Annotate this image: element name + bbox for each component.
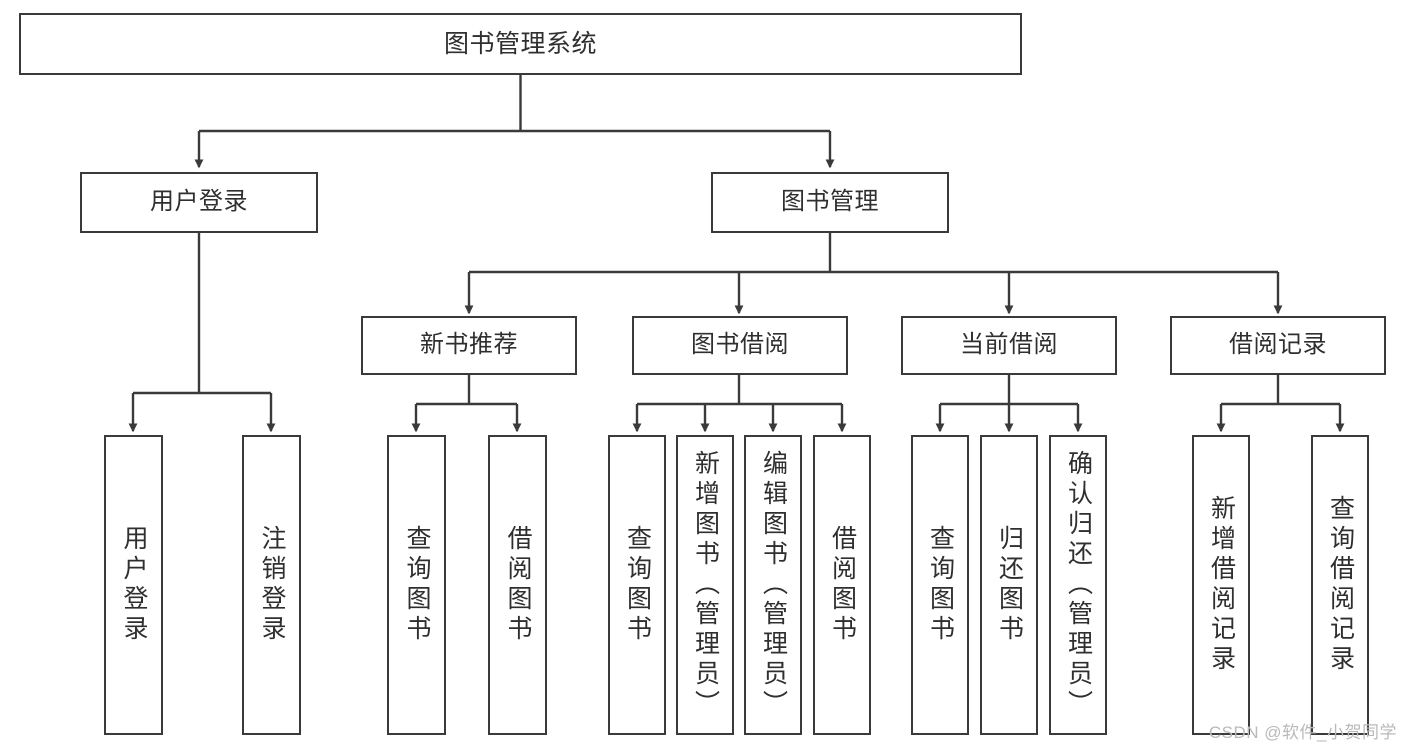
- node-leaf-cb-query-book-label: 查询图书: [926, 525, 955, 645]
- node-book-management[interactable]: 图书管理: [711, 172, 949, 233]
- node-new-book-recommend-label: 新书推荐: [420, 331, 518, 359]
- node-leaf-bb-add-book-label: 新增图书（管理员）: [691, 450, 720, 720]
- node-leaf-cb-confirm-return-label: 确认归还（管理员）: [1064, 450, 1093, 720]
- node-user-login[interactable]: 用户登录: [80, 172, 318, 233]
- node-leaf-br-add-record-label: 新增借阅记录: [1207, 495, 1236, 675]
- node-leaf-cb-return-book-label: 归还图书: [995, 525, 1024, 645]
- node-leaf-nb-query-book-label: 查询图书: [403, 525, 431, 645]
- node-book-borrow[interactable]: 图书借阅: [632, 316, 848, 375]
- node-leaf-cb-return-book[interactable]: 归还图书: [980, 435, 1038, 735]
- node-leaf-user-login-label: 用户登录: [120, 525, 148, 645]
- node-new-book-recommend[interactable]: 新书推荐: [361, 316, 577, 375]
- node-leaf-nb-borrow-book-label: 借阅图书: [504, 525, 532, 645]
- node-book-borrow-label: 图书借阅: [691, 331, 789, 359]
- node-leaf-bb-borrow-book[interactable]: 借阅图书: [813, 435, 871, 735]
- csdn-watermark: CSDN @软件_小贺同学: [1208, 723, 1397, 742]
- node-leaf-nb-query-book[interactable]: 查询图书: [387, 435, 446, 735]
- node-leaf-bb-query-book-label: 查询图书: [623, 525, 652, 645]
- node-leaf-br-query-record[interactable]: 查询借阅记录: [1311, 435, 1369, 735]
- node-root-system-label: 图书管理系统: [443, 30, 597, 58]
- node-leaf-user-login[interactable]: 用户登录: [104, 435, 163, 735]
- node-current-borrow[interactable]: 当前借阅: [901, 316, 1117, 375]
- node-current-borrow-label: 当前借阅: [960, 331, 1058, 359]
- node-leaf-bb-add-book[interactable]: 新增图书（管理员）: [676, 435, 734, 735]
- node-leaf-logout-label: 注销登录: [258, 525, 286, 645]
- node-leaf-br-query-record-label: 查询借阅记录: [1326, 495, 1355, 675]
- node-leaf-logout[interactable]: 注销登录: [242, 435, 301, 735]
- node-leaf-cb-query-book[interactable]: 查询图书: [911, 435, 969, 735]
- node-borrow-record[interactable]: 借阅记录: [1170, 316, 1386, 375]
- node-leaf-cb-confirm-return[interactable]: 确认归还（管理员）: [1049, 435, 1107, 735]
- node-leaf-br-add-record[interactable]: 新增借阅记录: [1192, 435, 1250, 735]
- node-leaf-bb-query-book[interactable]: 查询图书: [608, 435, 666, 735]
- node-book-management-label: 图书管理: [781, 188, 879, 216]
- node-user-login-label: 用户登录: [150, 188, 248, 216]
- node-leaf-nb-borrow-book[interactable]: 借阅图书: [488, 435, 547, 735]
- node-leaf-bb-edit-book[interactable]: 编辑图书（管理员）: [744, 435, 802, 735]
- node-root-system[interactable]: 图书管理系统: [19, 13, 1022, 75]
- node-leaf-bb-borrow-book-label: 借阅图书: [828, 525, 857, 645]
- node-borrow-record-label: 借阅记录: [1229, 331, 1327, 359]
- node-leaf-bb-edit-book-label: 编辑图书（管理员）: [759, 450, 788, 720]
